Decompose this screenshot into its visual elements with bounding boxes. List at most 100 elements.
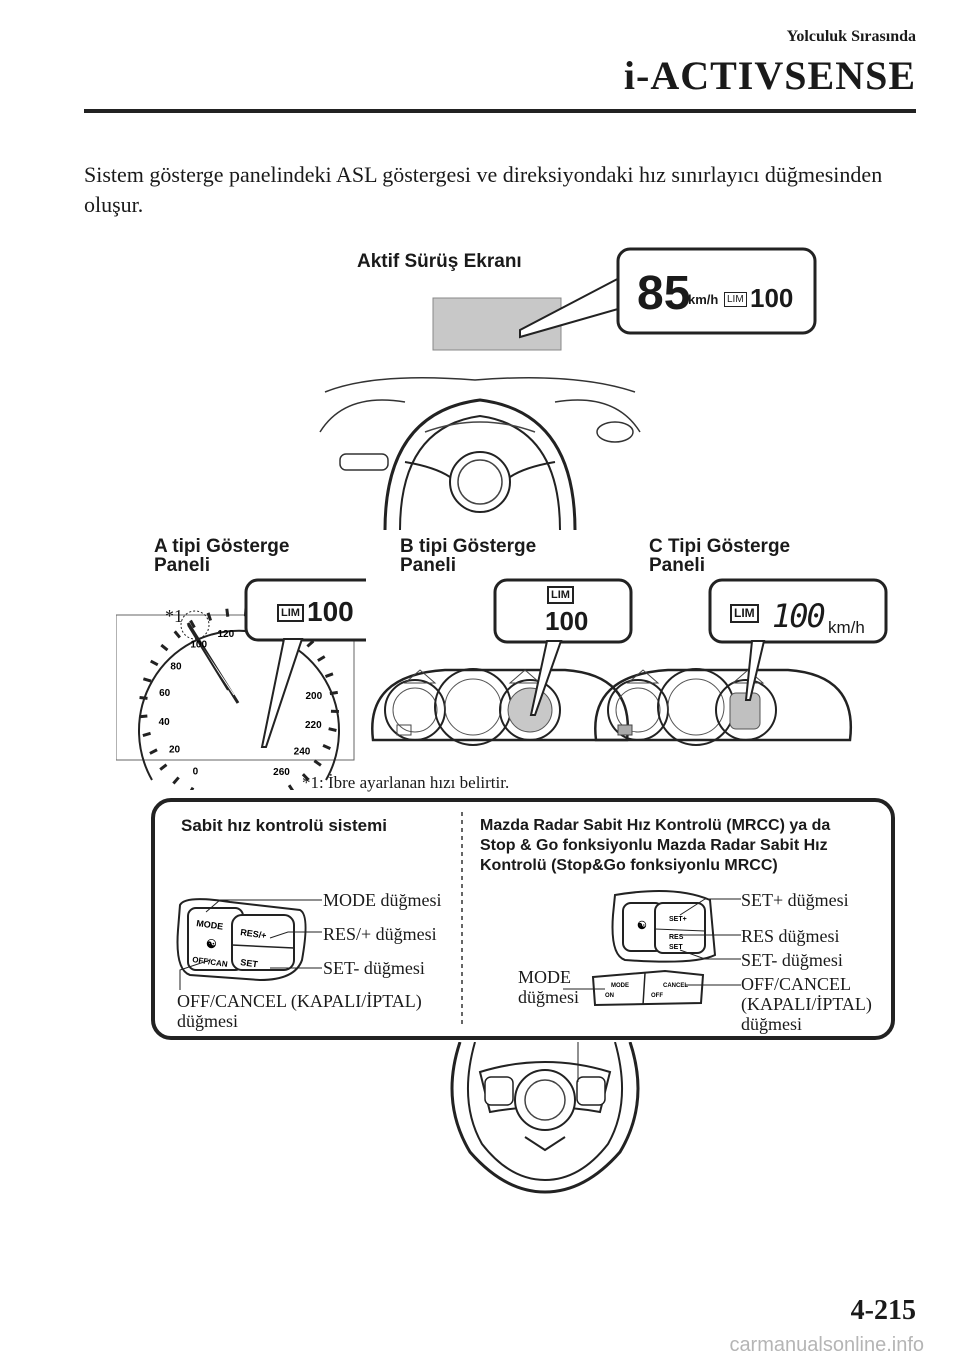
speedometer-tick	[139, 696, 148, 700]
callout-mrcc-off-cancel-line3: düğmesi	[741, 1014, 802, 1034]
panel-a-title-line2: Paneli	[154, 555, 210, 576]
speedometer-tick	[159, 763, 168, 771]
speedometer-tick	[149, 748, 158, 755]
cruise-control-box	[151, 798, 895, 1040]
hud-label: Aktif Sürüş Ekranı	[357, 251, 522, 272]
left-spoke-switches	[484, 1076, 514, 1106]
panel-c-unit: km/h	[828, 618, 865, 637]
speedometer-tick	[329, 690, 339, 696]
speedometer-tick	[287, 784, 295, 790]
panel-c-limit: 100	[772, 597, 826, 635]
panel-b-title-line1: B tipi Gösterge	[400, 536, 537, 557]
mrcc-switch-illustration: ☯ SET+ RES SET MODE ON CANCEL OFF	[591, 890, 717, 1007]
hud-limit: 100	[750, 283, 794, 313]
speedometer-tick	[139, 714, 148, 719]
speedometer-tick	[306, 639, 315, 648]
callout-mrcc-mode-line1: MODE	[518, 967, 571, 987]
hud-unit: km/h	[688, 292, 719, 307]
speedometer-tick	[189, 786, 195, 790]
speedometer-label: 260	[273, 767, 290, 778]
wheel-hub	[514, 1069, 576, 1131]
speedometer-label: 240	[294, 746, 311, 757]
speedometer-tick	[322, 744, 331, 751]
callout-set-minus-button: SET- düğmesi	[323, 958, 425, 978]
mrcc-on-label: ON	[605, 993, 614, 999]
right-vent	[596, 421, 634, 443]
speedometer-tick	[313, 759, 322, 767]
cruise-left-title: Sabit hız kontrolü sistemi	[181, 816, 387, 835]
callout-mrcc-off-cancel-line1: OFF/CANCEL	[741, 974, 852, 994]
mrcc-setplus-label: SET+	[669, 916, 687, 923]
panel-c-lim-badge: LIM	[730, 604, 759, 623]
callout-off-cancel-line1: OFF/CANCEL (KAPALI/İPTAL)	[177, 991, 422, 1011]
speedometer-tick	[206, 612, 212, 621]
speedometer-label: 200	[306, 691, 323, 702]
panel-b-limit: 100	[545, 606, 589, 636]
callout-mrcc-mode-line2: düğmesi	[518, 987, 579, 1007]
panel-b-lim-badge: LIM	[547, 586, 574, 604]
steering-wheel-illustration	[450, 1042, 640, 1194]
res-set-switch	[231, 914, 295, 971]
speedometer-tick	[189, 619, 196, 629]
speedometer-tick	[317, 655, 326, 662]
hud-lim-badge: LIM	[724, 292, 747, 307]
speedometer-dial	[138, 629, 340, 781]
left-callout-lines	[179, 899, 322, 990]
steering-wheel-rim	[383, 398, 577, 530]
dashboard-illustration	[319, 376, 641, 530]
speedometer-tick	[225, 608, 230, 617]
hud-speed: 85	[637, 267, 691, 320]
callout-setplus-button: SET+ düğmesi	[741, 890, 849, 910]
cruise-right-title: Mazda Radar Sabit Hız Kontrolü (MRCC) ya…	[480, 816, 830, 876]
sw-resplus-label: RES/+	[240, 927, 267, 941]
panel-b-callout-box	[493, 578, 633, 644]
intro-paragraph: Sistem gösterge panelindeki ASL gösterge…	[84, 162, 883, 217]
sw-set-label: SET	[240, 957, 259, 969]
left-vent	[339, 453, 389, 471]
hud-callout-box	[616, 247, 817, 335]
panel-c-title-line2: Paneli	[649, 555, 705, 576]
mrcc-cancel-label: CANCEL	[663, 983, 688, 989]
panel-c-title-line1: C Tipi Gösterge	[649, 536, 791, 557]
svg-text:☯: ☯	[206, 937, 217, 951]
speedometer-tick	[150, 659, 159, 667]
cruise-right-title-line3: Kontrolü (Stop&Go fonksiyonlu MRCC)	[480, 857, 778, 874]
speedometer-tick	[142, 677, 152, 683]
speedometer-tick	[324, 672, 334, 678]
panel-c-callout-box	[708, 578, 888, 644]
cruise-right-title-line1: Mazda Radar Sabit Hız Kontrolü (MRCC) ya…	[480, 817, 831, 834]
panel-b-illustration	[371, 578, 633, 746]
set-speed-highlight	[180, 610, 210, 640]
footnote: *1: İbre ayarlanan hızı belirtir.	[302, 773, 510, 792]
mrcc-mode-label: MODE	[611, 983, 629, 989]
speedometer-label: 120	[217, 629, 234, 640]
speedometer-label: 220	[305, 720, 322, 731]
watermark: carmanualsonline.info	[729, 1334, 924, 1356]
panel-a-title-line1: A tipi Gösterge	[154, 536, 290, 557]
header-rule	[84, 109, 916, 113]
panel-a-callout-box	[244, 578, 366, 642]
speedometer-tick	[301, 773, 310, 781]
callout-res-button: RES düğmesi	[741, 926, 840, 946]
note-marker: *1	[165, 606, 183, 626]
speedometer-label: 20	[169, 744, 181, 755]
page-title: i-ACTIVSENSE	[623, 53, 916, 98]
page-number: 4-215	[850, 1295, 916, 1326]
speedometer-tick	[172, 776, 180, 785]
steering-hub	[449, 451, 511, 513]
mrcc-res-label: RES	[669, 934, 684, 941]
cruise-right-title-line2: Stop & Go fonksiyonlu Mazda Radar Sabit …	[480, 837, 828, 854]
mrcc-off-label: OFF	[651, 993, 663, 999]
hud-illustration	[432, 247, 817, 351]
panel-b-display	[507, 687, 553, 733]
section-header: Yolculuk Sırasında	[786, 28, 916, 45]
speedometer-label: 40	[159, 717, 171, 728]
panel-c-illustration	[594, 578, 888, 746]
speedometer-tick	[142, 731, 151, 738]
speedometer-tick	[173, 630, 182, 639]
mrcc-set-label: SET	[669, 944, 683, 951]
panel-b-cluster	[371, 668, 630, 742]
panel-b-title-line2: Paneli	[400, 555, 456, 576]
panel-a-limit: 100	[307, 596, 354, 627]
